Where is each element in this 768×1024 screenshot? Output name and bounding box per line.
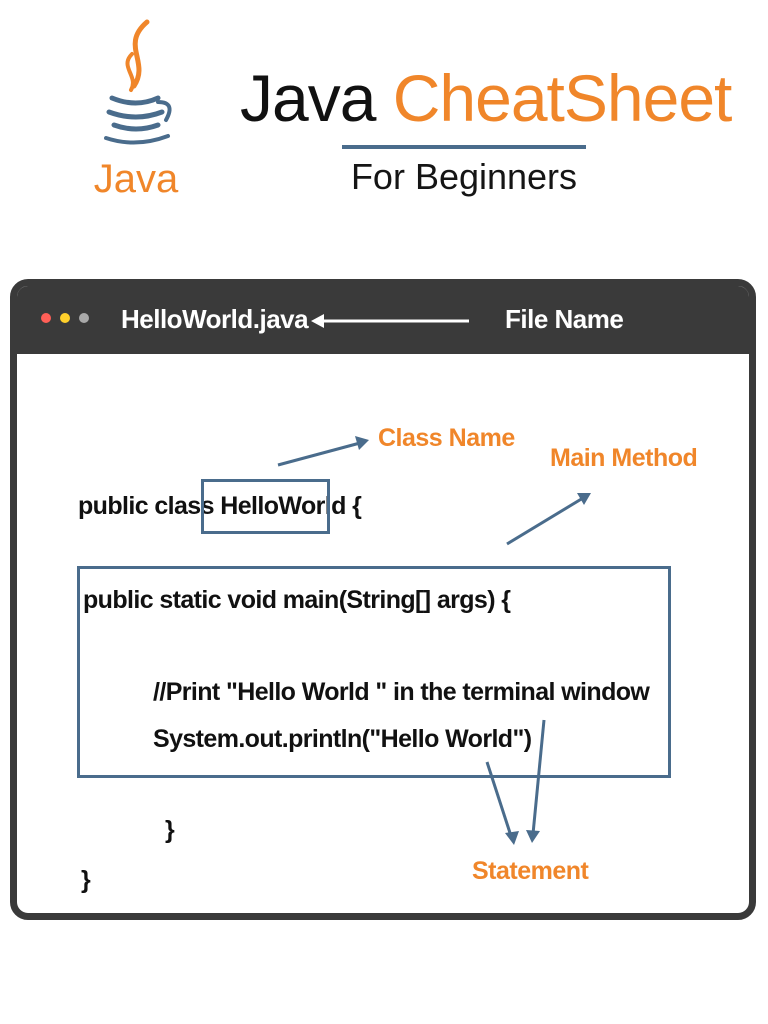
code-window: HelloWorld.java File Name Class Name Mai… xyxy=(10,279,756,920)
code-line-comment: //Print "Hello World " in the terminal w… xyxy=(153,678,650,706)
class-name-highlight-box xyxy=(201,479,330,534)
page-subtitle: For Beginners xyxy=(350,156,578,197)
main-method-highlight-box xyxy=(77,566,671,778)
java-logo-text: Java xyxy=(94,157,179,200)
page-title: Java CheatSheet xyxy=(240,58,733,138)
class-keyword: public class xyxy=(78,492,215,520)
close-dot-icon[interactable] xyxy=(41,313,51,323)
main-method-annotation: Main Method xyxy=(550,444,698,472)
window-titlebar: HelloWorld.java File Name xyxy=(17,286,749,354)
code-line-close-class: } xyxy=(81,866,91,894)
class-name-annotation: Class Name xyxy=(378,424,515,452)
statement-annotation: Statement xyxy=(472,857,589,885)
code-line-main-method: public static void main(String[] args) { xyxy=(83,586,511,614)
code-line-close-method: } xyxy=(165,816,175,844)
minimize-dot-icon[interactable] xyxy=(60,313,70,323)
title-java: Java xyxy=(240,61,376,135)
class-open-brace: { xyxy=(352,492,362,520)
main-method-arrow-icon xyxy=(506,493,591,546)
maximize-dot-icon[interactable] xyxy=(79,313,89,323)
code-line-class-declaration: public class HelloWorld { xyxy=(78,490,362,522)
file-name-annotation: File Name xyxy=(505,304,624,334)
class-name-token: HelloWorld xyxy=(220,492,346,520)
coffee-cup-icon xyxy=(104,19,172,145)
code-area: Class Name Main Method public class Hell… xyxy=(17,354,749,913)
title-cheatsheet: CheatSheet xyxy=(392,61,733,135)
code-line-statement: System.out.println("Hello World") xyxy=(153,725,532,753)
java-logo: Java xyxy=(94,19,179,200)
title-underline xyxy=(342,145,586,149)
header: Java Java CheatSheet For Beginners xyxy=(0,0,768,240)
class-name-arrow-icon xyxy=(277,436,369,467)
file-name-tab[interactable]: HelloWorld.java xyxy=(121,304,309,334)
